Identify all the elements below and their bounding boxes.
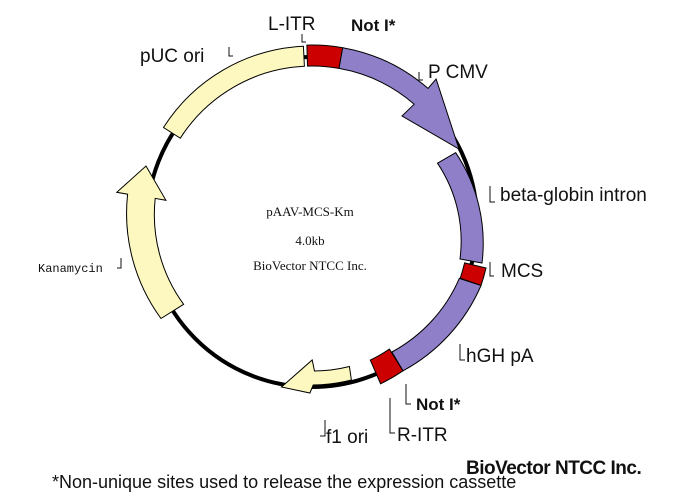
- hgh-pa-label: hGH pA: [466, 346, 534, 367]
- kanamycin-leader: [117, 258, 122, 269]
- kanamycin-feature: [115, 165, 185, 320]
- f1-ori-label: f1 ori: [326, 427, 368, 448]
- noti-top-site: [306, 44, 344, 69]
- ritr-label: R-ITR: [397, 425, 448, 446]
- footer-note: *Non-unique sites used to release the ex…: [52, 472, 516, 492]
- puc-ori-feature: [162, 45, 305, 139]
- footer-brand: BioVector NTCC Inc.: [466, 458, 641, 479]
- litr-leader: [301, 34, 306, 43]
- beta-globin-leader: [489, 186, 495, 203]
- beta-globin-feature: [436, 152, 484, 264]
- plasmid-size: 4.0kb: [295, 233, 324, 248]
- f1-ori-feature: [280, 359, 352, 394]
- puc-ori-label: pUC ori: [140, 46, 204, 67]
- f1-ori-leader: [320, 420, 326, 437]
- beta-globin-label: beta-globin intron: [500, 185, 647, 206]
- plasmid-company: BioVector NTCC Inc.: [253, 258, 367, 273]
- pcmv-leader: [418, 72, 423, 81]
- mcs-label: MCS: [501, 261, 543, 282]
- puc-ori-leader: [228, 47, 233, 57]
- noti-bottom-site: [369, 348, 404, 385]
- pcmv-label: P CMV: [428, 62, 488, 83]
- pcmv-feature: [338, 47, 460, 151]
- hgh-pa-leader: [459, 344, 465, 361]
- ritr-leader: [389, 398, 395, 434]
- noti-bottom-label: Not I*: [416, 395, 461, 414]
- noti-bottom-leader: [405, 384, 411, 405]
- mcs-leader: [489, 262, 494, 277]
- plasmid-name: pAAV-MCS-Km: [266, 204, 353, 219]
- litr-label: L-ITR: [268, 14, 316, 35]
- noti-top-label: Not I*: [351, 16, 396, 35]
- kanamycin-label: Kanamycin: [38, 262, 103, 276]
